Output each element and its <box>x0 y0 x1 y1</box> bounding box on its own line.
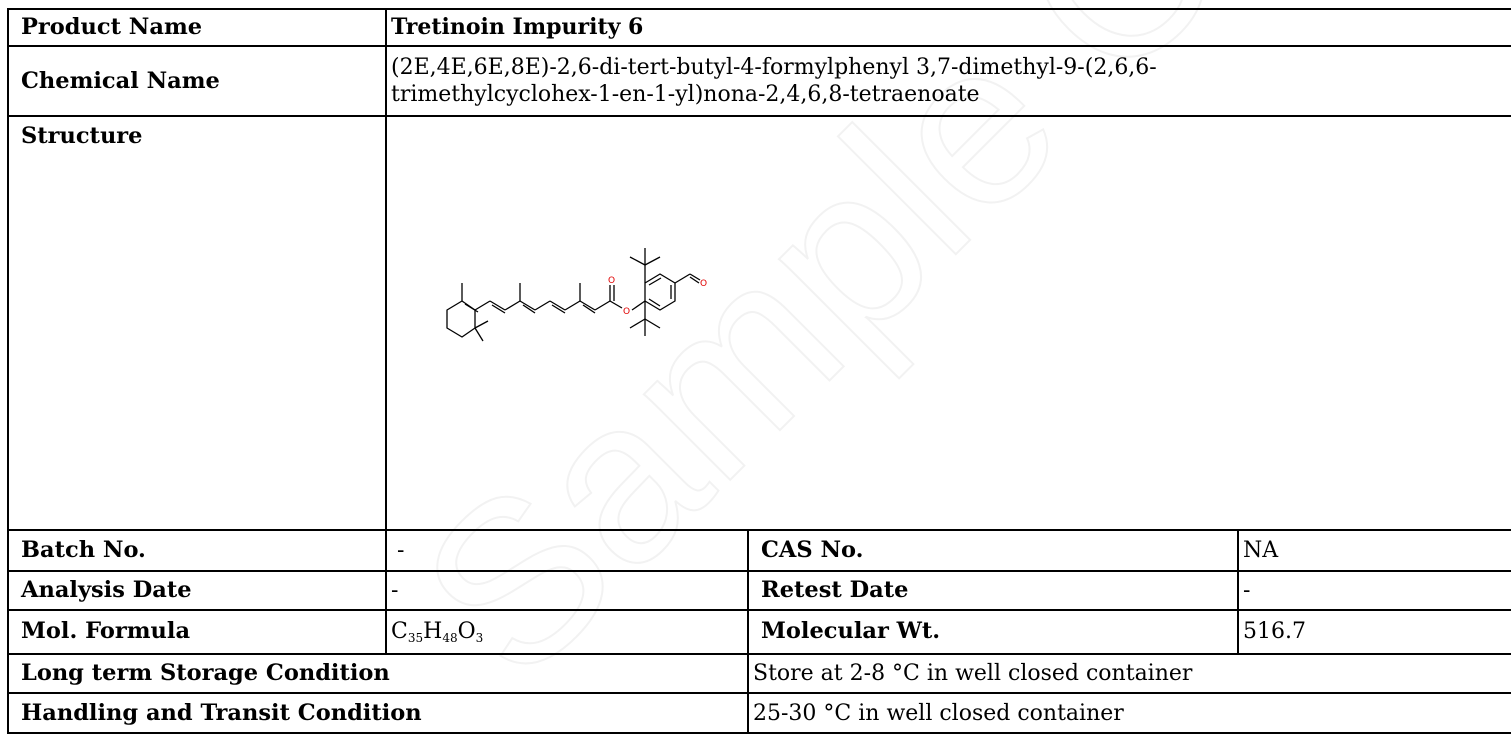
batch-no-label: Batch No. <box>7 528 387 573</box>
atom-label-ester-o: O <box>623 307 630 317</box>
storage-condition-value: Store at 2-8 °C in well closed container <box>747 652 1511 695</box>
atom-label-carbonyl-o: O <box>608 276 615 286</box>
product-name-label: Product Name <box>7 7 387 48</box>
mol-formula-label: Mol. Formula <box>7 608 387 655</box>
row-handling: Handling and Transit Condition 25-30 °C … <box>7 692 1511 734</box>
retest-date-value: - <box>1237 570 1511 611</box>
chemical-name-line-2: trimethylcyclohex-1-en-1-yl)nona-2,4,6,8… <box>391 82 980 108</box>
handling-condition-label: Handling and Transit Condition <box>7 692 749 734</box>
row-storage: Long term Storage Condition Store at 2-8… <box>7 652 1511 695</box>
chemical-structure-image: O O O <box>446 247 707 342</box>
formula-oxygen-count: 3 <box>475 631 484 646</box>
chemical-name-label: Chemical Name <box>7 45 387 117</box>
batch-no-value: - <box>385 528 749 573</box>
formula-carbon-count: 35 <box>407 631 424 646</box>
row-product-name: Product Name Tretinoin Impurity 6 <box>7 7 1511 48</box>
molecular-wt-label: Molecular Wt. <box>747 608 1239 655</box>
row-batch-cas: Batch No. - CAS No. NA <box>7 528 1511 573</box>
formula-carbon: C <box>391 619 408 645</box>
row-formula-weight: Mol. Formula C35H48O3 Molecular Wt. 516.… <box>7 608 1511 655</box>
formula-hydrogen: H <box>423 619 443 645</box>
cas-no-value: NA <box>1237 528 1511 573</box>
row-dates: Analysis Date - Retest Date - <box>7 570 1511 611</box>
coa-table: Product Name Tretinoin Impurity 6 Chemic… <box>7 7 1511 734</box>
analysis-date-label: Analysis Date <box>7 570 387 611</box>
storage-condition-label: Long term Storage Condition <box>7 652 749 695</box>
formula-oxygen: O <box>457 619 476 645</box>
retest-date-label: Retest Date <box>747 570 1239 611</box>
handling-condition-value: 25-30 °C in well closed container <box>747 692 1511 734</box>
atom-label-aldehyde-o: O <box>700 279 707 289</box>
structure-cell: O O O <box>385 114 1511 531</box>
formula-hydrogen-count: 48 <box>442 631 458 646</box>
row-chemical-name: Chemical Name (2E,4E,6E,8E)-2,6-di-tert-… <box>7 45 1511 117</box>
mol-formula-value: C35H48O3 <box>385 608 749 655</box>
chemical-name-value: (2E,4E,6E,8E)-2,6-di-tert-butyl-4-formyl… <box>385 45 1511 117</box>
structure-label: Structure <box>7 114 387 531</box>
product-name-value: Tretinoin Impurity 6 <box>385 7 1511 48</box>
chemical-name-line-1: (2E,4E,6E,8E)-2,6-di-tert-butyl-4-formyl… <box>391 55 1157 81</box>
cas-no-label: CAS No. <box>747 528 1239 573</box>
molecular-wt-value: 516.7 <box>1237 608 1511 655</box>
row-structure: Structure <box>7 114 1511 531</box>
analysis-date-value: - <box>385 570 749 611</box>
